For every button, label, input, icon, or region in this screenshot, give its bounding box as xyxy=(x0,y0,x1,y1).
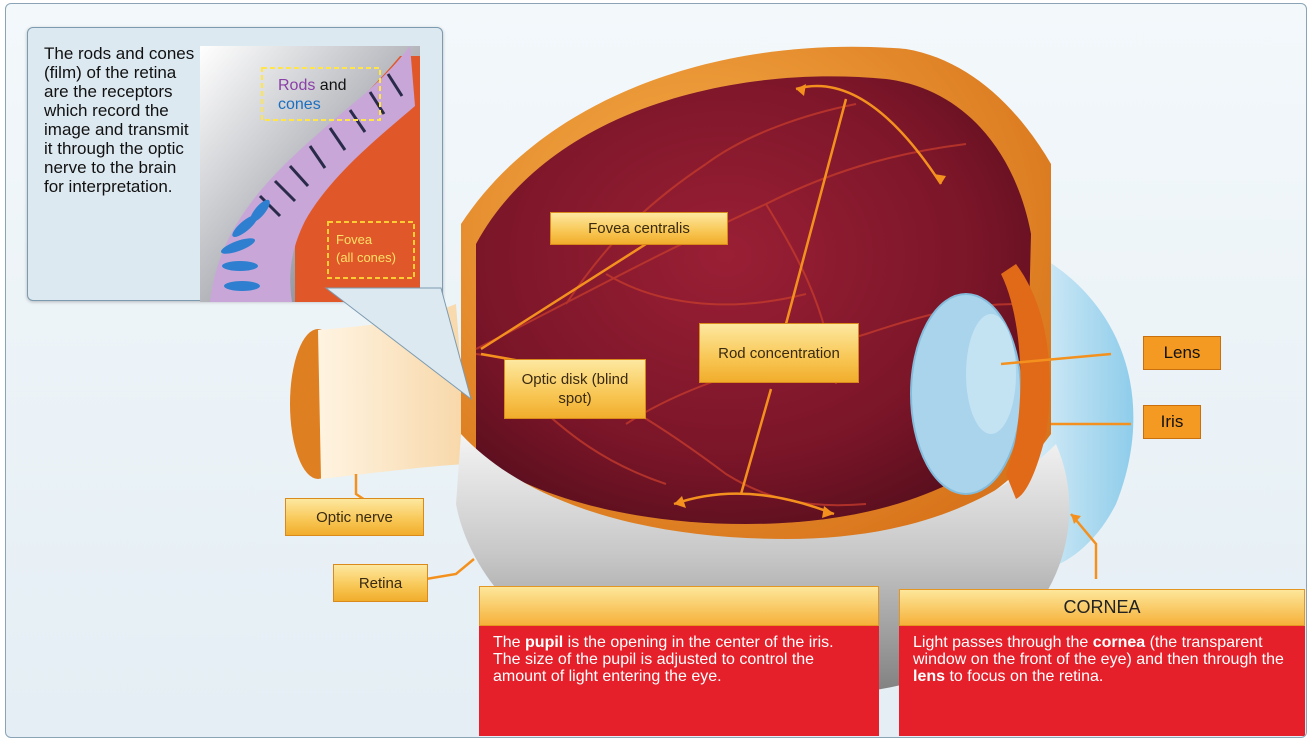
cornea-text-1: Light passes through the xyxy=(913,634,1093,651)
pupil-panel: The pupil is the opening in the center o… xyxy=(479,586,879,736)
inset-label-rods: Rods xyxy=(278,77,315,94)
callout-pointer xyxy=(306,284,476,404)
label-lens: Lens xyxy=(1143,336,1221,370)
inset-label-and: and xyxy=(315,77,346,94)
cornea-panel-body: Light passes through the cornea (the tra… xyxy=(899,626,1305,736)
retina-inset-illustration: Rods and cones Fovea (all cones) xyxy=(200,46,420,302)
inset-label-cones: cones xyxy=(278,96,321,113)
cornea-text-3: to focus on the retina. xyxy=(945,668,1103,685)
pupil-text-start: The xyxy=(493,634,525,651)
cornea-panel-header: CORNEA xyxy=(899,589,1305,626)
label-fovea-centralis: Fovea centralis xyxy=(550,212,728,245)
pupil-panel-body: The pupil is the opening in the center o… xyxy=(479,626,879,736)
diagram-frame: The rods and cones (film) of the retina … xyxy=(5,3,1307,738)
rods-cones-callout: The rods and cones (film) of the retina … xyxy=(27,27,443,301)
label-optic-nerve: Optic nerve xyxy=(285,498,424,536)
inset-label-fovea: Fovea xyxy=(336,232,373,247)
cornea-text-bold-1: cornea xyxy=(1093,634,1145,651)
cornea-panel: CORNEA Light passes through the cornea (… xyxy=(899,589,1305,736)
label-rod-concentration: Rod concentration xyxy=(699,323,859,383)
label-optic-disk: Optic disk (blind spot) xyxy=(504,359,646,419)
inset-label-fovea-all-cones: (all cones) xyxy=(336,250,396,265)
cornea-text-bold-2: lens xyxy=(913,668,945,685)
label-retina: Retina xyxy=(333,564,428,602)
svg-text:Rods and: Rods and xyxy=(278,77,347,94)
pupil-panel-header xyxy=(479,586,879,626)
label-iris: Iris xyxy=(1143,405,1201,439)
lens-highlight xyxy=(966,314,1016,434)
callout-text: The rods and cones (film) of the retina … xyxy=(44,44,196,196)
pupil-text-bold: pupil xyxy=(525,634,563,651)
